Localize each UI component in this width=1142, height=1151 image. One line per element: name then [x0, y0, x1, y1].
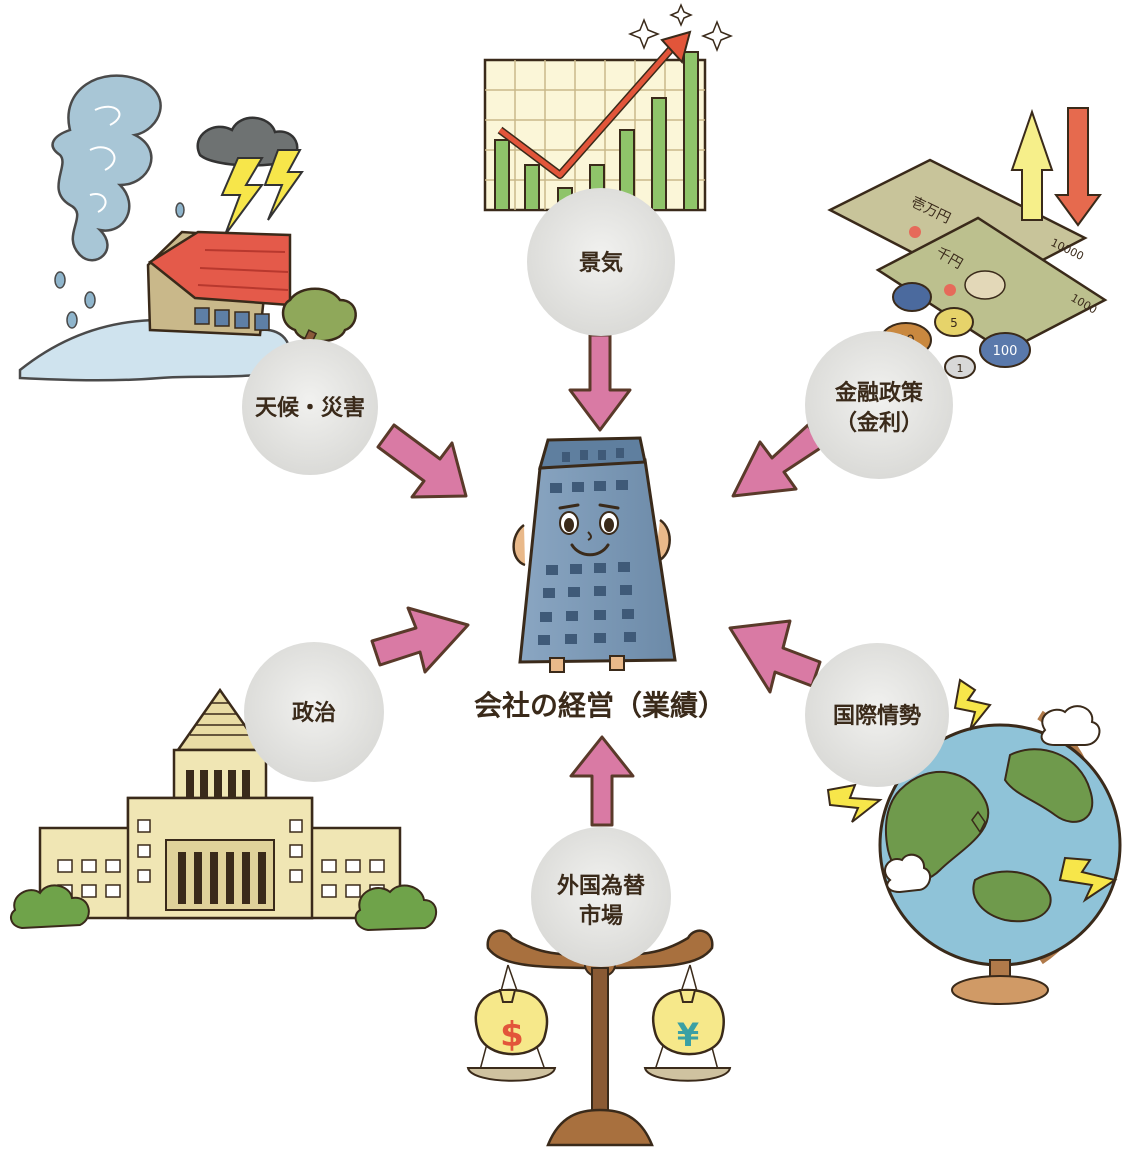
- factor-node-politics: 政治: [244, 642, 384, 782]
- center-label: 会社の経営（業績）: [474, 689, 726, 722]
- label-bubble: [527, 188, 675, 336]
- globe-icon: [826, 678, 1122, 1005]
- label-bubble: [805, 643, 949, 787]
- label-bubble: [805, 331, 953, 479]
- factor-label-economy: 景気: [579, 250, 623, 276]
- label-bubble: [531, 827, 671, 967]
- factor-label-forex-line1: 外国為替: [557, 873, 645, 899]
- arrow-forex: [569, 735, 635, 827]
- balance-scale-icon: $ ¥: [466, 929, 732, 1147]
- storm-house-icon: [18, 74, 357, 382]
- factor-node-finance: 金融政策 （金利）: [805, 331, 953, 479]
- svg-text:100: 100: [993, 344, 1018, 359]
- smiling-office-building-icon: [512, 436, 677, 673]
- factor-label-finance-line2: （金利）: [835, 410, 923, 436]
- arrow-international: [728, 619, 822, 694]
- rising-chart-icon: [483, 3, 734, 212]
- yen-money-icon: 壱万円 10000 千円 1000 5 10 100 1: [827, 107, 1108, 379]
- factor-node-forex: 外国為替 市場: [531, 827, 671, 967]
- svg-text:¥: ¥: [677, 1016, 699, 1054]
- arrow-politics: [370, 606, 470, 674]
- svg-text:$: $: [500, 1015, 524, 1055]
- svg-text:1: 1: [957, 362, 964, 375]
- factor-node-economy: 景気: [527, 188, 675, 336]
- svg-text:5: 5: [950, 316, 958, 330]
- factor-label-politics: 政治: [292, 700, 336, 726]
- arrow-economy: [568, 333, 632, 432]
- factor-node-international: 国際情勢: [805, 643, 949, 787]
- arrow-weather: [376, 423, 468, 499]
- label-bubble: [242, 339, 378, 475]
- diet-building-icon: [9, 687, 438, 932]
- factor-label-international: 国際情勢: [833, 703, 921, 729]
- factor-label-weather: 天候・災害: [255, 395, 365, 421]
- factor-label-forex-line2: 市場: [579, 903, 623, 929]
- label-bubble: [244, 642, 384, 782]
- factor-node-weather: 天候・災害: [242, 339, 378, 475]
- arrow-finance: [731, 423, 824, 498]
- factor-label-finance-line1: 金融政策: [834, 380, 924, 406]
